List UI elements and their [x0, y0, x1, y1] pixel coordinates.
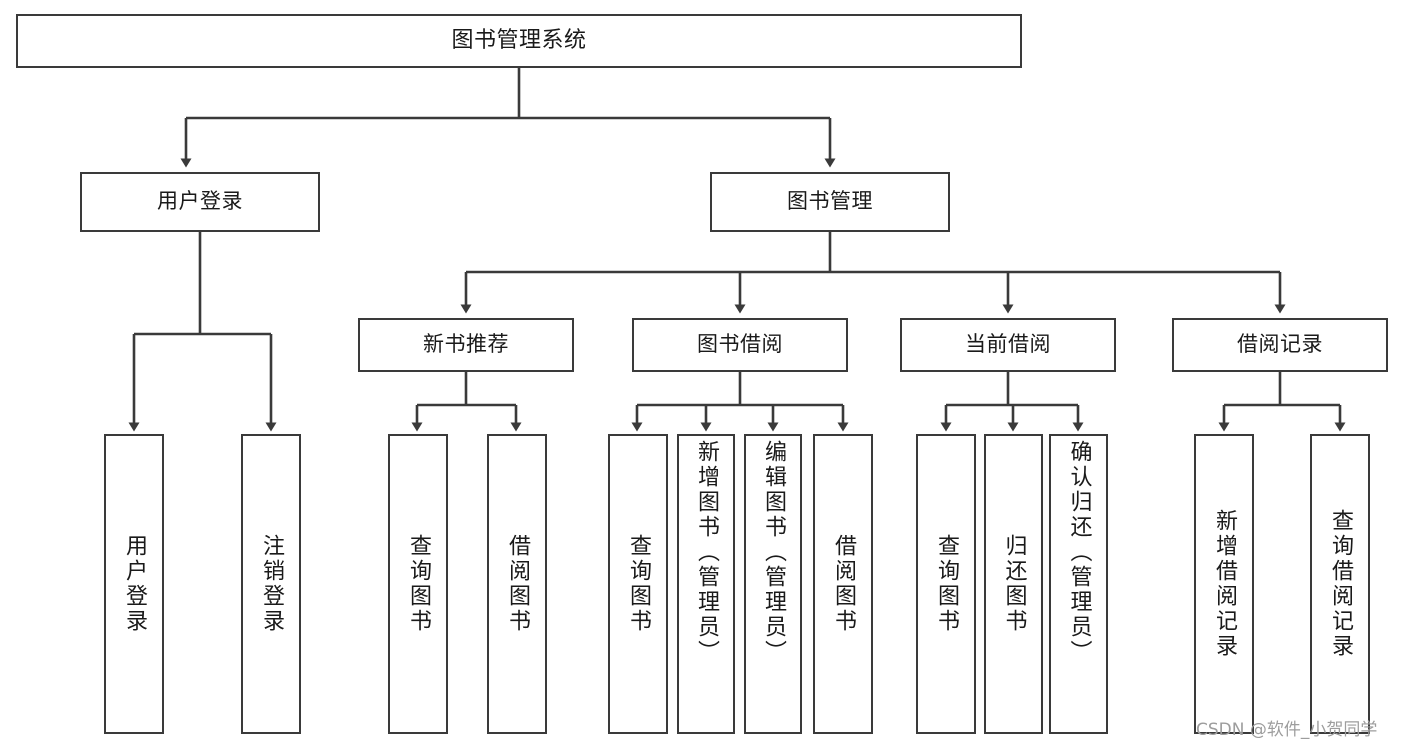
node-leaf-query-book-2-label: 查询图书 [626, 534, 651, 634]
node-book-borrow-label: 图书借阅 [697, 332, 783, 357]
node-leaf-add-book-label: 新增图书（管理员） [694, 440, 719, 665]
node-current-borrow-label: 当前借阅 [965, 332, 1051, 357]
node-leaf-borrow-book-2-label: 借阅图书 [831, 534, 856, 634]
node-leaf-query-book-1-label: 查询图书 [406, 534, 431, 634]
node-book-manage-label: 图书管理 [787, 189, 873, 214]
node-leaf-borrow-book-2[interactable]: 借阅图书 [813, 434, 873, 734]
node-book-borrow[interactable]: 图书借阅 [632, 318, 848, 372]
node-leaf-return-book[interactable]: 归还图书 [984, 434, 1043, 734]
node-leaf-add-record-label: 新增借阅记录 [1212, 509, 1237, 659]
node-leaf-return-book-label: 归还图书 [1001, 534, 1027, 634]
node-leaf-logout[interactable]: 注销登录 [241, 434, 301, 734]
node-leaf-confirm-return-label: 确认归还（管理员） [1066, 440, 1092, 665]
node-user-login[interactable]: 用户登录 [80, 172, 320, 232]
node-leaf-query-record[interactable]: 查询借阅记录 [1310, 434, 1370, 734]
node-leaf-query-book-3-label: 查询图书 [934, 534, 959, 634]
node-new-book-recommend-label: 新书推荐 [423, 332, 509, 357]
node-leaf-query-book-1[interactable]: 查询图书 [388, 434, 448, 734]
node-leaf-query-record-label: 查询借阅记录 [1328, 509, 1353, 659]
node-leaf-logout-label: 注销登录 [259, 534, 284, 634]
node-book-manage[interactable]: 图书管理 [710, 172, 950, 232]
node-leaf-borrow-book-1-label: 借阅图书 [505, 534, 530, 634]
node-current-borrow[interactable]: 当前借阅 [900, 318, 1116, 372]
node-leaf-query-book-3[interactable]: 查询图书 [916, 434, 976, 734]
node-user-login-label: 用户登录 [157, 189, 243, 214]
node-leaf-edit-book-label: 编辑图书（管理员） [761, 440, 786, 665]
node-leaf-add-book[interactable]: 新增图书（管理员） [677, 434, 735, 734]
node-leaf-add-record[interactable]: 新增借阅记录 [1194, 434, 1254, 734]
node-leaf-user-login[interactable]: 用户登录 [104, 434, 164, 734]
node-leaf-edit-book[interactable]: 编辑图书（管理员） [744, 434, 802, 734]
node-leaf-user-login-label: 用户登录 [122, 534, 147, 634]
node-root-label: 图书管理系统 [451, 27, 587, 53]
node-leaf-confirm-return[interactable]: 确认归还（管理员） [1049, 434, 1108, 734]
node-leaf-borrow-book-1[interactable]: 借阅图书 [487, 434, 547, 734]
node-root[interactable]: 图书管理系统 [16, 14, 1022, 68]
node-leaf-query-book-2[interactable]: 查询图书 [608, 434, 668, 734]
csdn-watermark: CSDN @软件_小贺同学 [1196, 720, 1378, 740]
node-new-book-recommend[interactable]: 新书推荐 [358, 318, 574, 372]
node-borrow-record[interactable]: 借阅记录 [1172, 318, 1388, 372]
node-borrow-record-label: 借阅记录 [1237, 332, 1323, 357]
